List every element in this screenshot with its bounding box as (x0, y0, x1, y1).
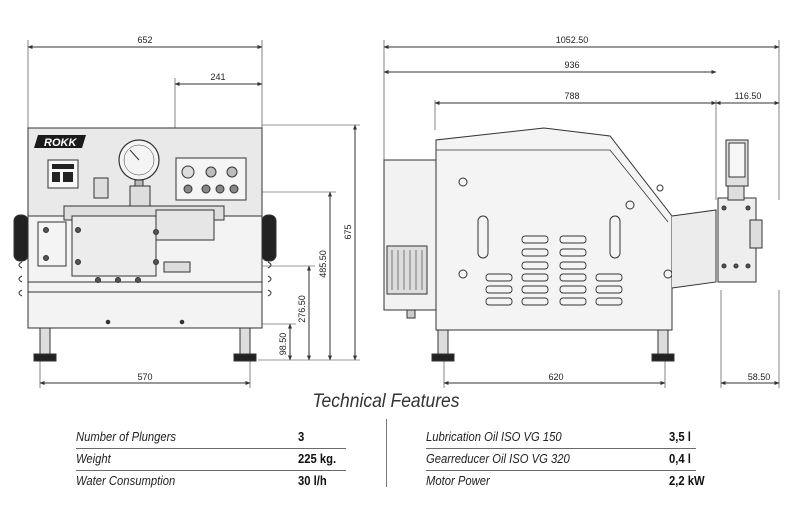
front-view (13, 40, 360, 388)
spec-label: Weight (76, 452, 111, 466)
spec-label: Lubrication Oil ISO VG 150 (426, 430, 562, 444)
spec-label: Gearreducer Oil ISO VG 320 (426, 452, 570, 466)
spec-row: Water Consumption 30 l/h (76, 470, 346, 492)
spec-row: Weight 225 kg. (76, 448, 346, 471)
spec-value: 225 kg. (298, 452, 337, 466)
dim-side-total: 1052.50 (556, 35, 589, 45)
spec-row: Number of Plungers 3 (76, 426, 346, 449)
dim-height-outlet: 485.50 (318, 250, 328, 278)
spec-label: Motor Power (426, 474, 490, 488)
dim-height-feet: 98.50 (278, 333, 288, 356)
column-divider (386, 419, 387, 487)
spec-value: 3,5 l (669, 430, 691, 444)
dim-front-base: 570 (137, 372, 152, 382)
spec-label: Number of Plungers (76, 430, 177, 444)
dim-side-feet: 58.50 (748, 372, 771, 382)
spec-value: 2,2 kW (669, 474, 705, 488)
spec-value: 30 l/h (298, 474, 327, 488)
side-view (383, 40, 780, 388)
dim-front-width: 652 (137, 35, 152, 45)
section-title: Technical Features (312, 391, 460, 412)
dim-height-mid: 276.50 (297, 295, 307, 323)
spec-row: Lubrication Oil ISO VG 150 3,5 l (426, 426, 696, 449)
dim-side-body: 936 (564, 60, 579, 70)
spec-label: Water Consumption (76, 474, 176, 488)
dim-side-head: 116.50 (735, 91, 762, 101)
brand-logo: ROKK (44, 137, 77, 149)
spec-row: Motor Power 2,2 kW (426, 470, 705, 492)
dim-front-offset: 241 (210, 72, 225, 82)
spec-value: 3 (298, 430, 305, 444)
dim-side-frame: 788 (564, 91, 579, 101)
spec-value: 0,4 l (669, 452, 691, 466)
dim-height-total: 675 (343, 224, 353, 239)
dim-side-base: 620 (548, 372, 563, 382)
spec-row: Gearreducer Oil ISO VG 320 0,4 l (426, 448, 696, 471)
